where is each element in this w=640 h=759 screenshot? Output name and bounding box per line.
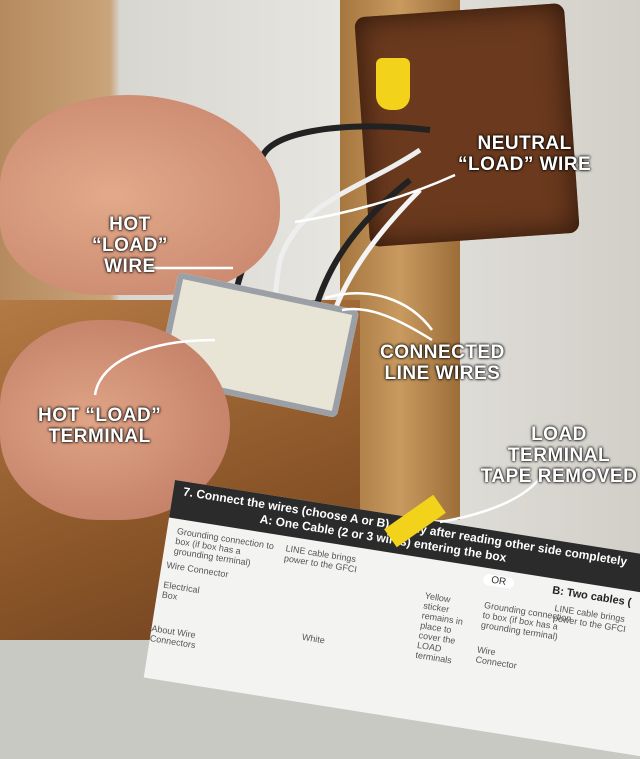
label-line: “LOAD” WIRE (458, 154, 592, 175)
label-line: LINE WIRES (384, 363, 501, 384)
label-line: HOT “LOAD” (38, 405, 162, 426)
label-line: WIRE (104, 256, 156, 277)
label-line: NEUTRAL (477, 133, 572, 154)
arrow-line-1 (324, 292, 434, 331)
label-line: HOT (109, 214, 151, 235)
arrow-line-2 (341, 307, 433, 342)
upper-hand (0, 95, 280, 295)
arrow-neutral (294, 173, 456, 224)
label-connected-line-wires: CONNECTED LINE WIRES (380, 342, 505, 384)
label-line: LOAD TERMINAL (507, 424, 611, 466)
wire-nut (376, 58, 410, 110)
label-line: TERMINAL (48, 426, 151, 447)
label-line: TAPE REMOVED (480, 466, 638, 487)
sheet-b-wire-connector: Wire Connector (474, 644, 518, 671)
label-hot-load-wire: HOT “LOAD” WIRE (92, 214, 168, 277)
label-line: “LOAD” (92, 235, 168, 256)
label-neutral-load-wire: NEUTRAL “LOAD” WIRE (458, 133, 591, 175)
arrow-hot-terminal (93, 338, 216, 396)
arrow-tape (439, 469, 547, 524)
label-hot-load-terminal: HOT “LOAD” TERMINAL (38, 405, 161, 447)
label-line: CONNECTED (380, 342, 505, 363)
callout-arrows (93, 173, 547, 524)
label-load-terminal-tape-removed: LOAD TERMINAL TAPE REMOVED (478, 424, 640, 487)
